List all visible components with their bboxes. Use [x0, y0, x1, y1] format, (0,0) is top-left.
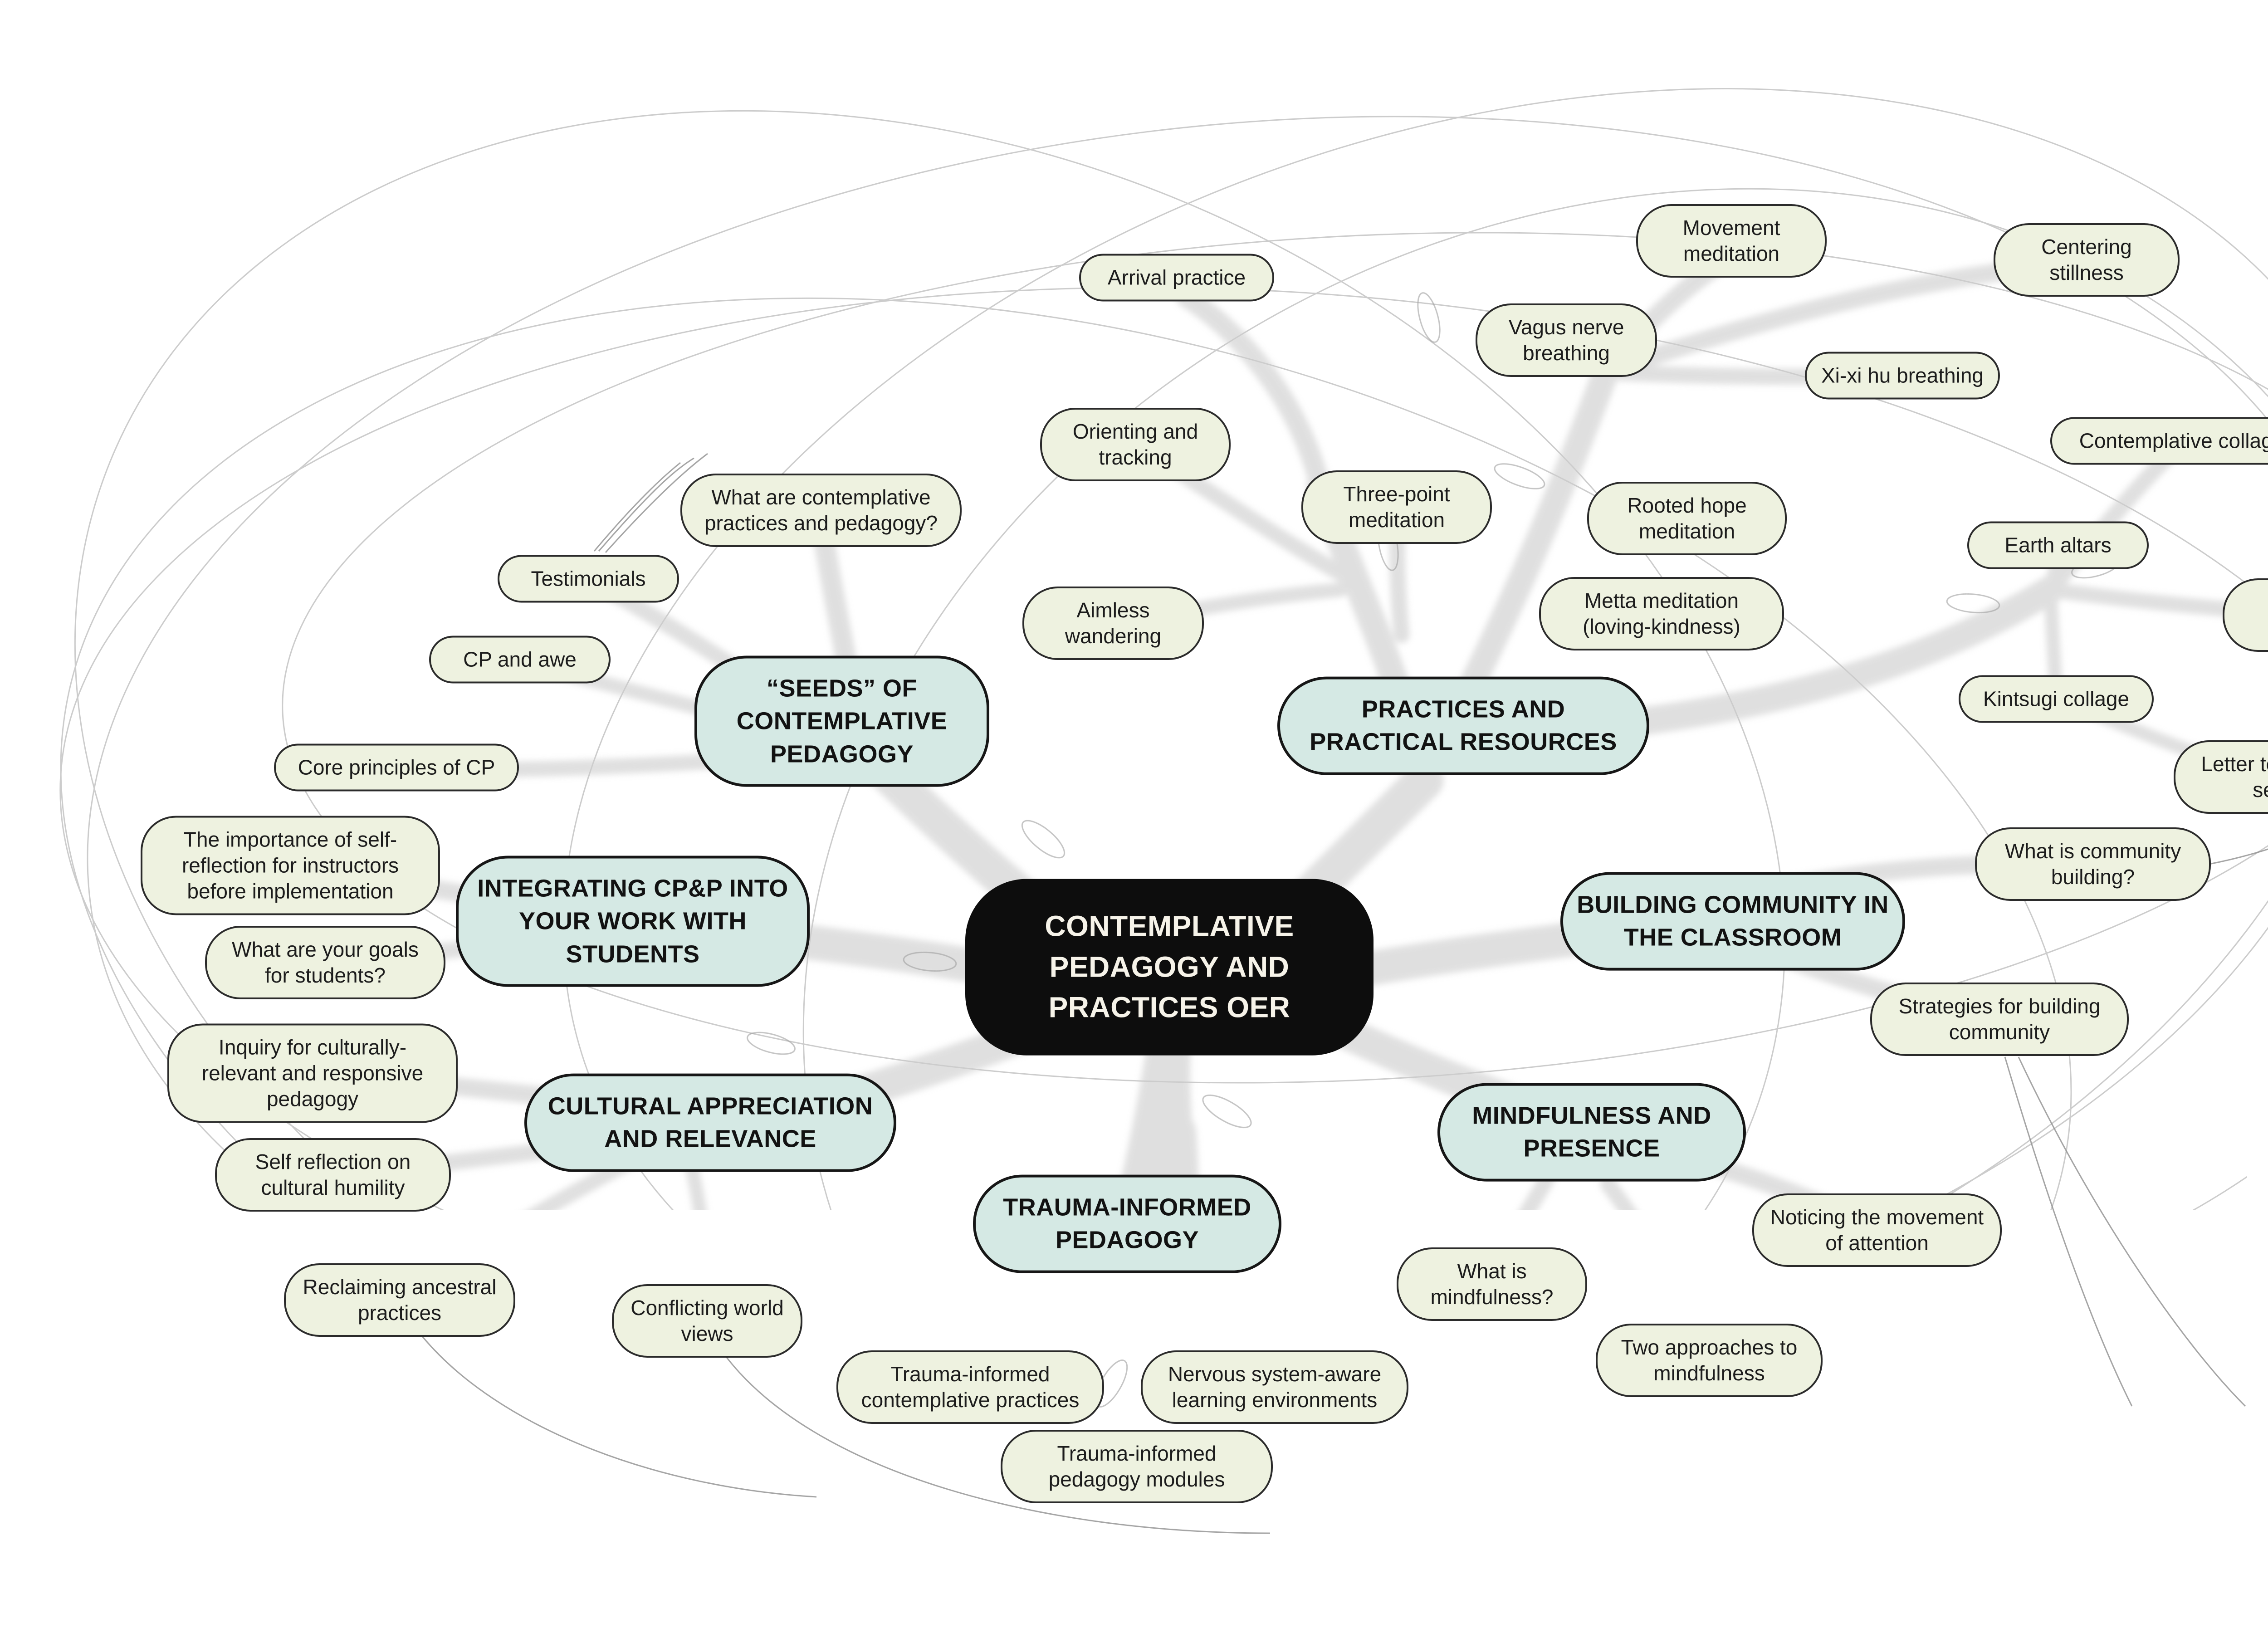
leaf-letter-to-future-self: Letter to future self	[2174, 740, 2268, 814]
fleur-de-lis-icon: ⚜	[717, 1596, 738, 1617]
leaf-vagus-nerve-breathing: Vagus nerve breathing	[1476, 303, 1657, 377]
leaf-importance-of-self-reflection-for-instructors: The importance of self-reflection for in…	[141, 816, 440, 915]
leaf-aimless-wandering: Aimless wandering	[1022, 587, 1204, 660]
branch-cultural-appreciation-and-relevance: CULTURAL APPRECIATION AND RELEVANCE	[524, 1074, 896, 1172]
leaf-xi-xi-hu-breathing: Xi-xi hu breathing	[1805, 352, 2000, 399]
leaf-earth-altars: Earth altars	[1967, 521, 2149, 569]
leaf-what-are-your-goals-for-students: What are your goals for students?	[205, 926, 445, 999]
leaf-core-principles-of-cp: Core principles of CP	[274, 743, 519, 791]
leaf-inquiry-for-culturally-relevant-pedagogy: Inquiry for culturally-relevant and resp…	[167, 1023, 458, 1123]
leaf-what-is-mindfulness: What is mindfulness?	[1397, 1247, 1587, 1321]
ctl-line2: AND LEARNING	[347, 1603, 543, 1625]
leaf-contemplative-collage: Contemplative collage	[2050, 417, 2268, 464]
branch-building-community-in-the-classroom: BUILDING COMMUNITY IN THE CLASSROOM	[1560, 872, 1905, 971]
leaf-conflicting-world-views: Conflicting world views	[612, 1284, 802, 1358]
leaf-kintsugi-collage: Kintsugi collage	[1959, 675, 2154, 723]
leaf-rooted-hope-meditation: Rooted hope meditation	[1587, 482, 1787, 555]
leaf-centering-stillness: Centering stillness	[1994, 223, 2180, 297]
branch-trauma-informed-pedagogy: TRAUMA-INFORMED PEDAGOGY	[973, 1175, 1281, 1273]
fleur-de-lis-icon: ⚜	[692, 1596, 713, 1617]
leaf-movement-meditation: Movement meditation	[1636, 204, 1827, 278]
quebec-logo: Québec ⚜ ⚜ ⚜ ⚜	[528, 1567, 738, 1620]
leaf-testimonials: Testimonials	[498, 555, 679, 602]
concordia-wordmark: UNIVERSITÉ Concordia UNIVERSITY	[190, 1558, 361, 1622]
leaf-self-reflection-on-cultural-humility: Self reflection on cultural humility	[215, 1138, 451, 1212]
leaf-reclaiming-ancestral-practices: Reclaiming ancestral practices	[284, 1263, 515, 1337]
leaf-strategies-for-building-community: Strategies for building community	[1870, 983, 2129, 1056]
branch-seeds-of-contemplative-pedagogy: “SEEDS” OF CONTEMPLATIVE PEDAGOGY	[694, 655, 989, 787]
leaf-trauma-informed-pedagogy-modules: Trauma-informed pedagogy modules	[1001, 1430, 1273, 1503]
fleur-de-lis-icon: ⚜	[717, 1571, 738, 1592]
funding-statement: This project was funded by Quebec's Mini…	[801, 1569, 1032, 1633]
ctl-line1: CENTRE FOR TEACHING	[347, 1581, 543, 1603]
footer: UNIVERSITÉ Concordia UNIVERSITY CENTRE F…	[0, 1540, 2268, 1633]
leaf-cp-and-awe: CP and awe	[429, 636, 611, 683]
central-node-contemplative-pedagogy-oer: CONTEMPLATIVE PEDAGOGY AND PRACTICES OER	[965, 879, 1374, 1056]
branch-integrating-cpp-into-your-work-with-students: INTEGRATING CP&P INTO YOUR WORK WITH STU…	[456, 856, 810, 987]
leaf-noticing-the-movement-of-attention: Noticing the movement of attention	[1752, 1193, 2002, 1267]
leaf-nervous-system-aware-learning-environments: Nervous system-aware learning environmen…	[1141, 1350, 1408, 1424]
leaf-what-are-contemplative-practices-and-pedagogy: What are contemplative practices and ped…	[680, 474, 962, 547]
fleur-de-lis-icon: ⚜	[692, 1571, 713, 1592]
leaf-orienting-and-tracking: Orienting and tracking	[1040, 408, 1231, 481]
concordia-name-text: Concordia	[190, 1570, 361, 1609]
centre-for-teaching-and-learning: CENTRE FOR TEACHING AND LEARNING	[347, 1581, 543, 1625]
leaf-two-approaches-to-mindfulness: Two approaches to mindfulness	[1596, 1324, 1823, 1397]
concordia-shield-icon	[109, 1551, 181, 1628]
leaf-trauma-informed-contemplative-practices: Trauma-informed contemplative practices	[836, 1350, 1104, 1424]
leaf-metta-meditation-loving-kindness: Metta meditation (loving-kindness)	[1539, 577, 1784, 650]
leaf-arrival-practice: Arrival practice	[1079, 254, 1274, 301]
leaf-three-point-meditation: Three-point meditation	[1301, 470, 1492, 544]
branch-practices-and-practical-resources: PRACTICES AND PRACTICAL RESOURCES	[1277, 677, 1649, 775]
branch-mindfulness-and-presence: MINDFULNESS AND PRESENCE	[1437, 1083, 1746, 1182]
quebec-wordmark-text: Québec	[528, 1567, 682, 1620]
concordia-logo: UNIVERSITÉ Concordia UNIVERSITY	[109, 1551, 361, 1628]
leaf-what-is-community-building: What is community building?	[1975, 827, 2211, 901]
quebec-flag-icon: ⚜ ⚜ ⚜ ⚜	[692, 1571, 738, 1617]
concordia-university-text: UNIVERSITY	[190, 1610, 361, 1622]
